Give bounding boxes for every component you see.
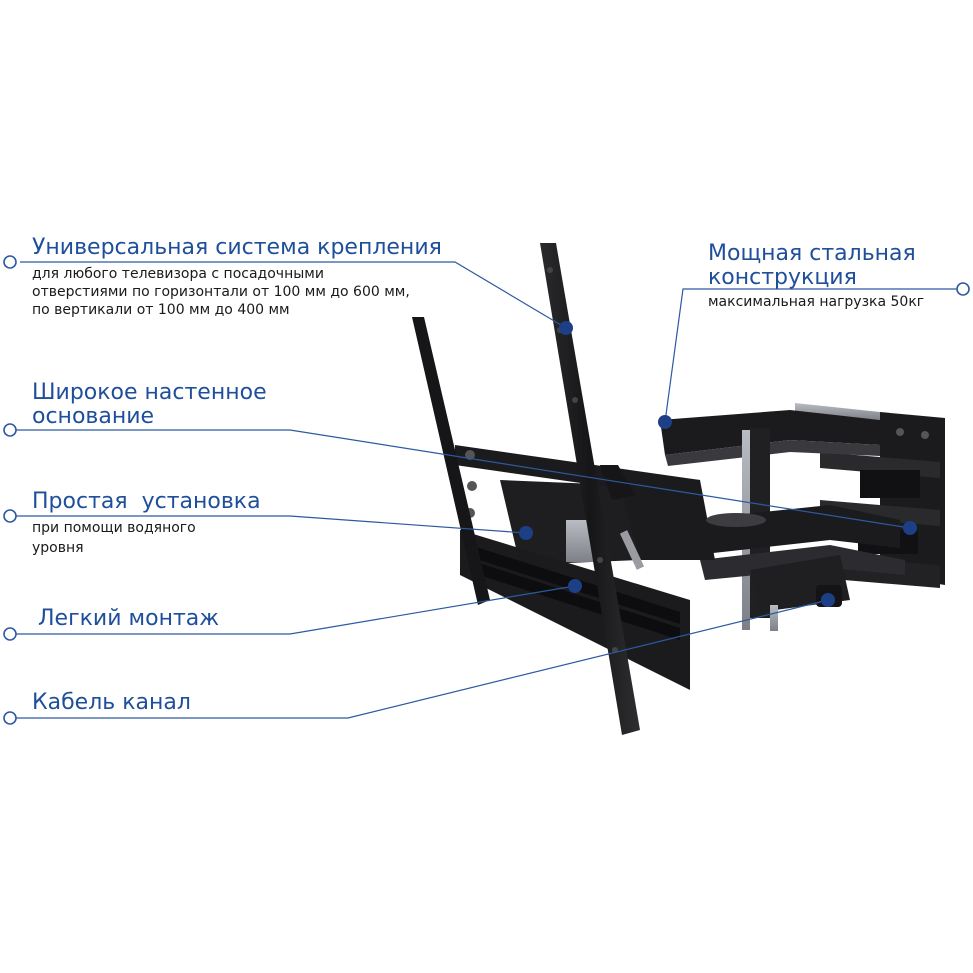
leader-line-install — [10, 515, 527, 534]
marker-dot-universal — [559, 321, 573, 335]
tv-plate — [455, 445, 700, 690]
anchor-circle-wall-base — [3, 423, 17, 437]
vertical-rails — [412, 243, 640, 735]
leader-line-steel — [664, 288, 963, 423]
marker-dot-install — [519, 526, 533, 540]
callout-text-universal-line-3: по вертикали от 100 мм до 400 мм — [32, 302, 290, 318]
callout-text-steel-note: максимальная нагрузка 50кг — [708, 294, 925, 310]
callout-text-universal-line-1: для любого телевизора с посадочными — [32, 266, 324, 282]
callout-title-steel-line-2: конструкция — [708, 265, 857, 290]
anchor-circle-install — [3, 509, 17, 523]
marker-dot-mount — [568, 579, 582, 593]
callout-title-universal: Универсальная система крепления — [32, 235, 442, 260]
leader-line-mount — [10, 585, 576, 635]
callout-text-universal-line-2: отверстиями по горизонтали от 100 мм до … — [32, 284, 410, 300]
marker-dot-wall-base — [903, 521, 917, 535]
callout-text-install-line-1: при помощи водяного — [32, 520, 196, 536]
callout-title-wall-base-line-2: основание — [32, 404, 155, 429]
anchor-circle-cable — [3, 711, 17, 725]
callout-title-install: Простая установка — [32, 489, 261, 514]
leader-line-cable — [10, 599, 829, 719]
callout-title-cable: Кабель канал — [32, 690, 191, 715]
marker-dot-steel — [658, 415, 672, 429]
anchor-circle-steel — [956, 282, 970, 296]
callout-title-wall-base-line-1: Широкое настенное — [32, 380, 267, 405]
leader-lines — [10, 261, 963, 719]
anchor-circle-mount — [3, 627, 17, 641]
callout-anchors — [3, 255, 970, 725]
leader-line-universal — [20, 261, 567, 329]
callout-title-steel-line-1: Мощная стальная — [708, 241, 916, 266]
anchor-circle-universal — [3, 255, 17, 269]
callout-title-mount: Легкий монтаж — [38, 606, 220, 631]
marker-dots — [519, 321, 917, 607]
callout-text-install-line-2: уровня — [32, 540, 84, 556]
marker-dot-cable — [821, 593, 835, 607]
leader-line-wall-base — [10, 429, 911, 529]
